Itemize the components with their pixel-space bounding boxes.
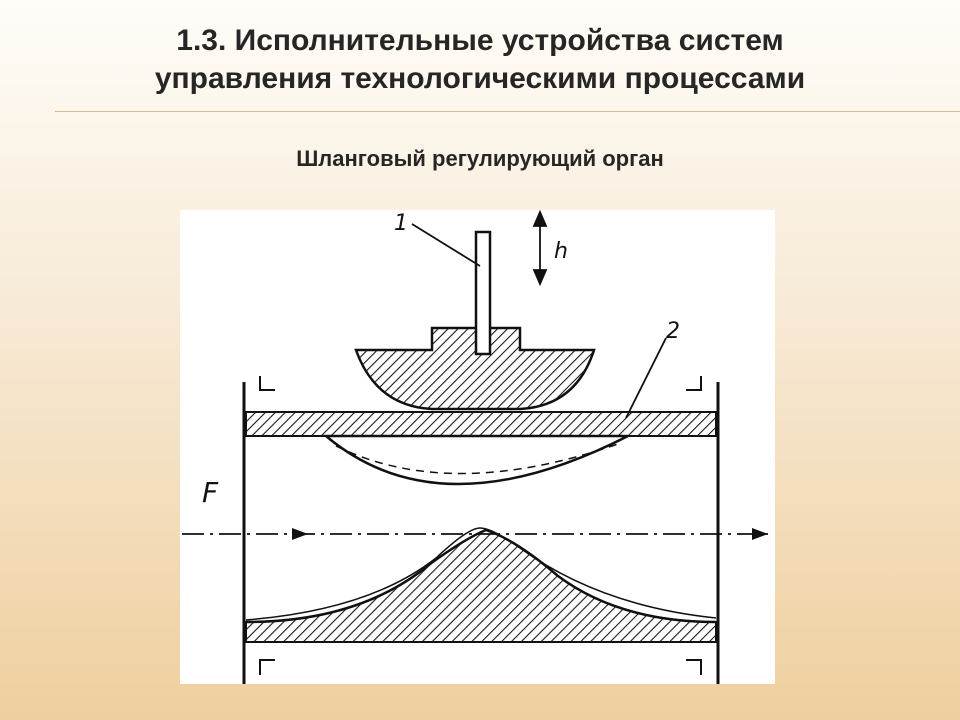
- callout-1-label: 1: [394, 211, 408, 236]
- flow-arrow-inlet: [292, 528, 308, 540]
- left-flange: [242, 376, 275, 684]
- slide-title-line-1: 1.3. Исполнительные устройства систем: [176, 24, 784, 57]
- hose-lower-wall: [245, 527, 717, 643]
- valve-stem: [474, 230, 492, 356]
- hose-valve-drawing: h 1 2 F: [182, 210, 770, 684]
- stroke-arrow: [532, 210, 548, 287]
- title-divider: [55, 111, 960, 112]
- slide-title-line-2: управления технологическими процессами: [154, 62, 806, 95]
- callout-1-leader: [411, 223, 481, 267]
- callout-2-leader: [625, 337, 667, 419]
- flow-arrow-outlet: [752, 528, 768, 540]
- slide-subtitle: Шланговый регулирующий орган: [296, 146, 664, 171]
- callout-2-label: 2: [666, 319, 680, 344]
- flow-label-f: F: [202, 476, 219, 509]
- hose-valve-diagram: h 1 2 F: [180, 210, 775, 684]
- hose-upper-wall: [245, 411, 717, 486]
- stroke-label-h: h: [554, 239, 568, 264]
- right-flange: [686, 376, 720, 684]
- slide-title: 1.3. Исполнительные устройства систем уп…: [0, 22, 960, 98]
- pressing-shoe: [354, 326, 596, 411]
